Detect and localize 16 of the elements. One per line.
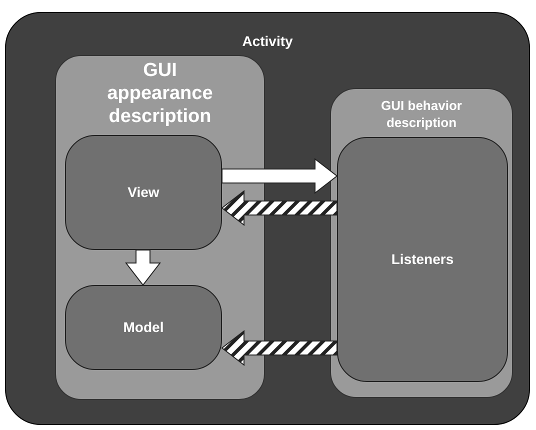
hatched-arrow <box>221 190 338 226</box>
node-label: GUI behavior description <box>380 97 463 131</box>
hatched-arrow <box>221 330 338 366</box>
node-label: Model <box>123 318 164 337</box>
model-box <box>65 285 222 370</box>
block-arrow <box>124 250 162 286</box>
view-box <box>65 135 222 250</box>
block-arrow <box>222 158 338 194</box>
behavior-panel <box>330 88 513 398</box>
node-label: Activity <box>242 32 293 51</box>
node-label: Listeners <box>391 250 454 269</box>
node-label: View <box>128 183 160 202</box>
activity-panel <box>5 12 530 425</box>
listeners-box <box>337 137 508 382</box>
node-label: GUI appearance description <box>106 59 214 128</box>
appearance-panel <box>55 55 265 400</box>
